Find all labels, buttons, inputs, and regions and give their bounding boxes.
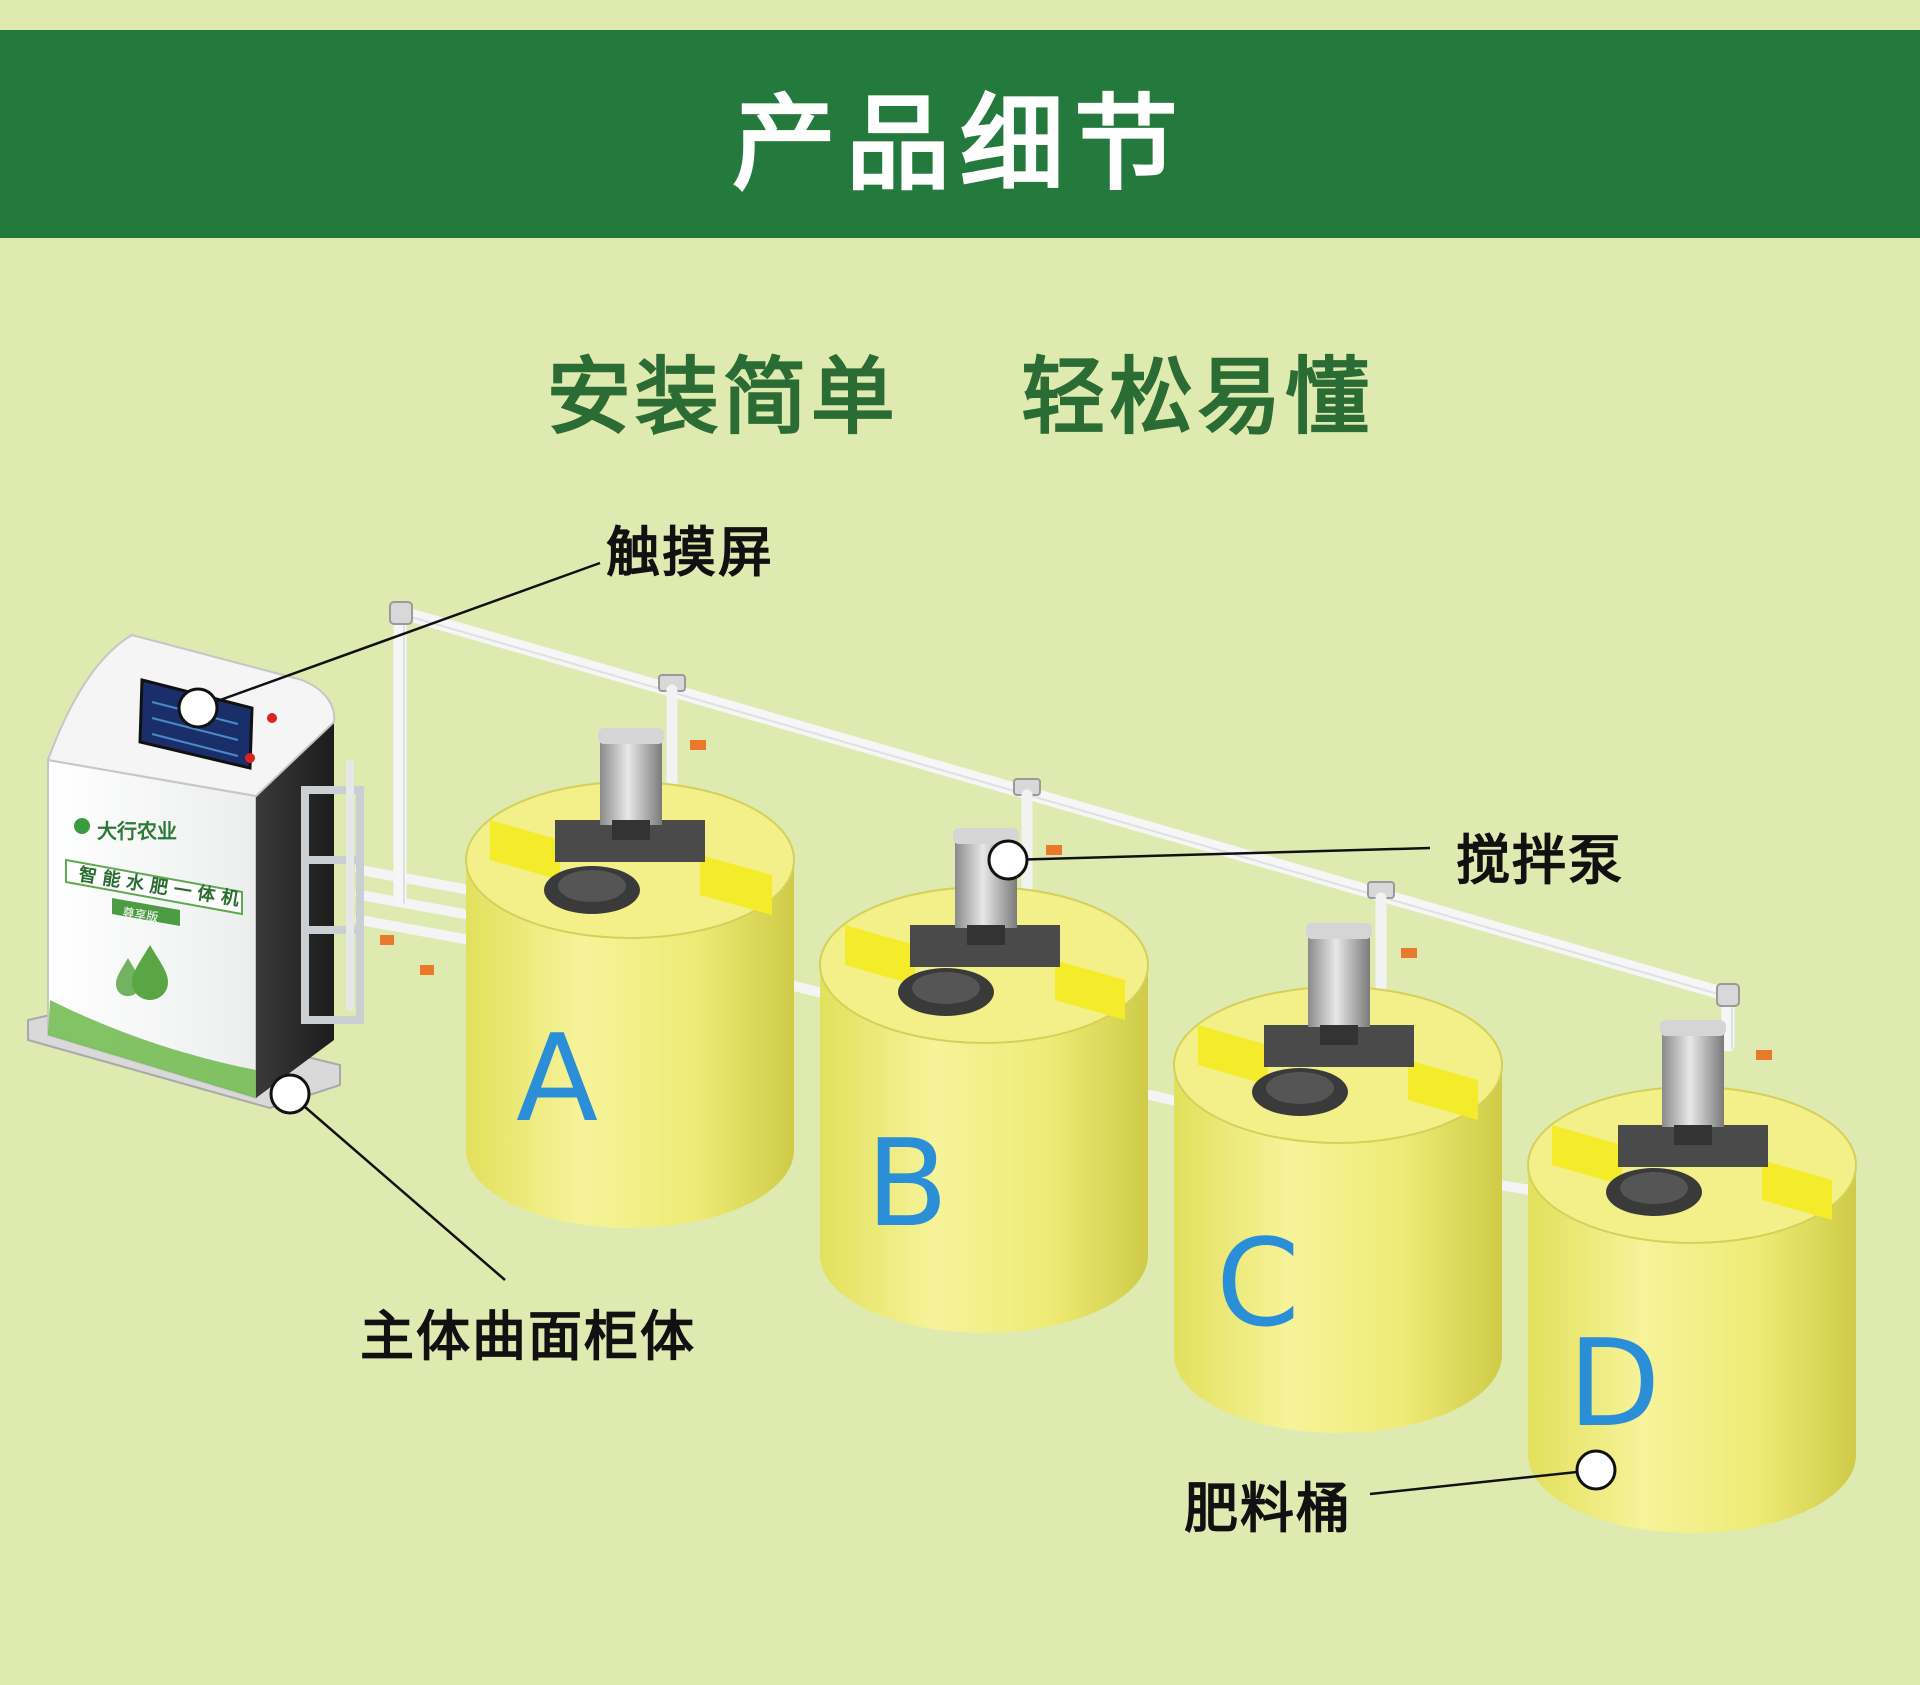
overhead-pipe — [389, 601, 1740, 1052]
brand-logo: 大行农业 — [74, 818, 177, 843]
callout-fertilizer-tank: 肥料桶 — [1184, 1477, 1352, 1540]
callout-mixing-pump: 搅拌泵 — [1456, 829, 1624, 892]
callout-markers — [177, 687, 1617, 1491]
water-drop-icon — [116, 945, 168, 1000]
tank-letter: A — [516, 1010, 598, 1149]
callout-touchscreen: 触摸屏 — [606, 521, 774, 584]
page-subtitle: 安装简单 轻松易懂 — [546, 348, 1374, 446]
callout-leaders — [197, 561, 1597, 1496]
svg-text:大行农业: 大行农业 — [97, 819, 177, 843]
tank-a: A — [465, 728, 795, 1228]
callout-main-cabinet: 主体曲面柜体 — [360, 1305, 696, 1368]
svg-text:尊享版: 尊享版 — [122, 904, 160, 924]
lower-pipes — [355, 865, 1535, 1195]
valve-icons — [380, 740, 1772, 1060]
header-banner: 产品细节 — [0, 30, 1920, 238]
tank-d: D — [1527, 1020, 1857, 1533]
tank-letter: D — [1568, 1315, 1660, 1454]
tank-letter: C — [1216, 1215, 1300, 1354]
tank-letter: B — [866, 1115, 948, 1254]
tank-b: B — [819, 828, 1149, 1333]
tank-c: C — [1173, 923, 1503, 1433]
pipe-frame — [301, 760, 364, 1024]
page-title: 产品细节 — [731, 82, 1188, 205]
